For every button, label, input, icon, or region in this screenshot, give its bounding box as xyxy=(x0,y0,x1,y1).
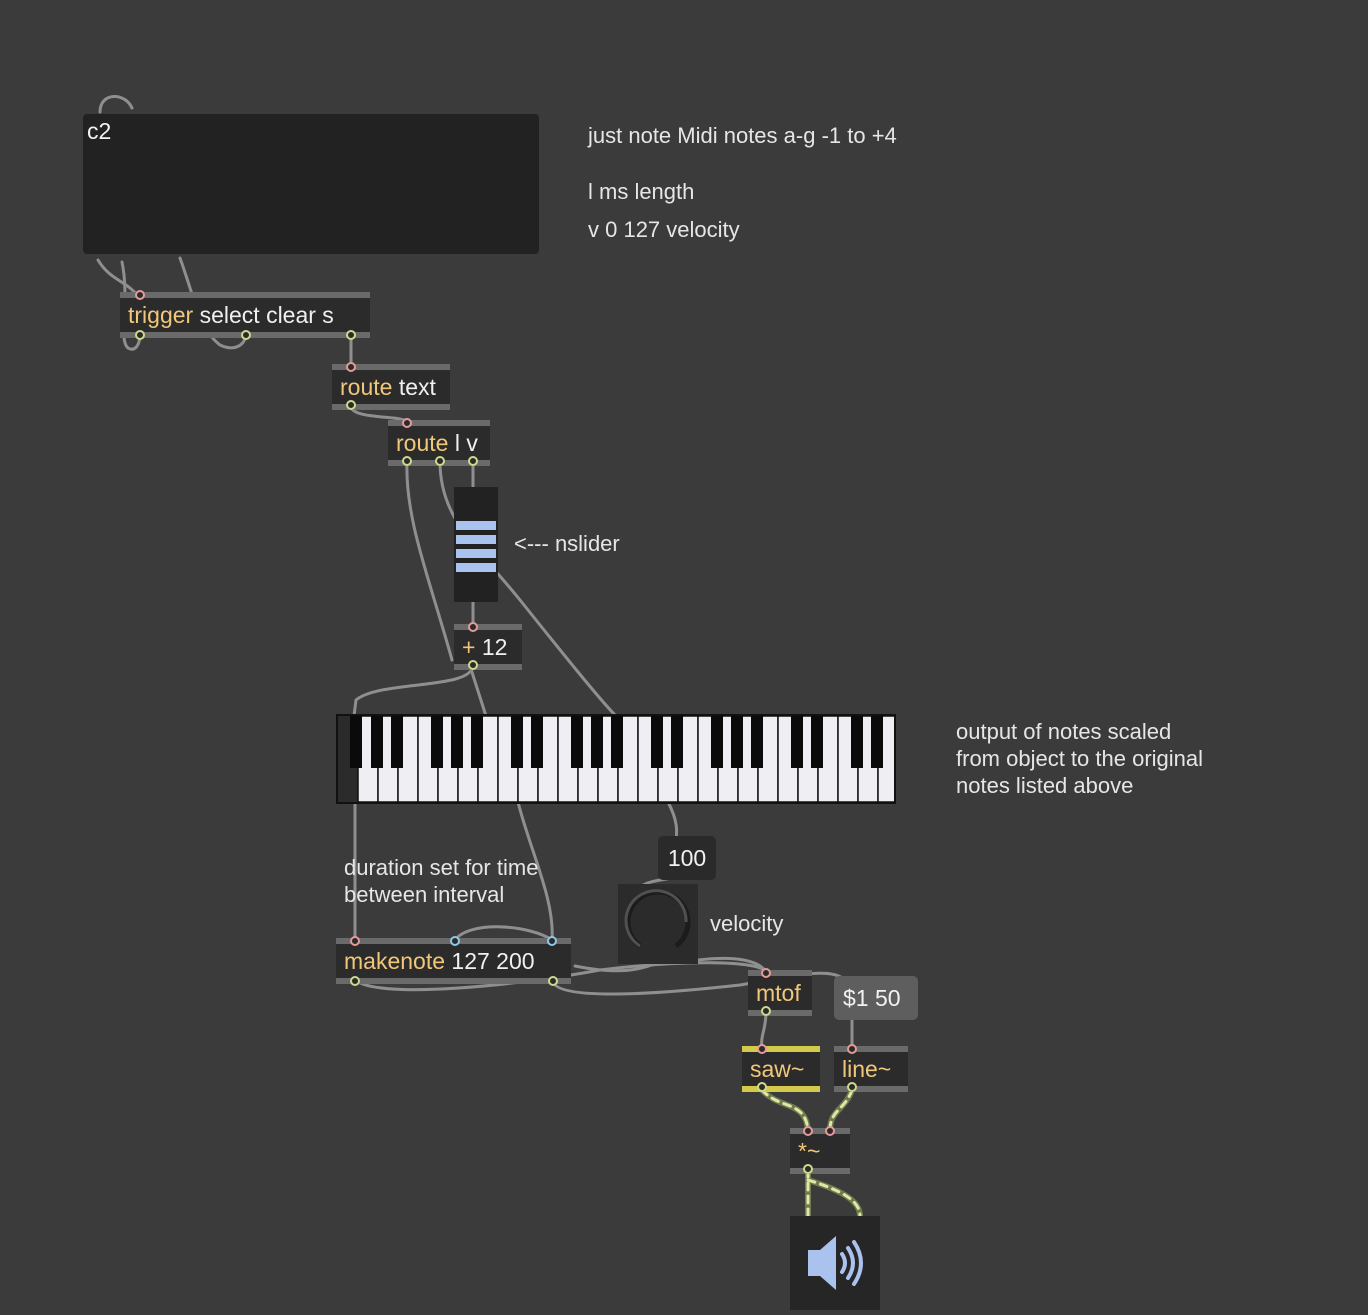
black-key xyxy=(711,716,723,768)
nslider-staff-line xyxy=(456,549,496,558)
object-args: text xyxy=(398,374,436,400)
black-key xyxy=(791,716,803,768)
black-key xyxy=(811,716,823,768)
black-key xyxy=(651,716,663,768)
comment-duration-line2: between interval xyxy=(344,882,505,907)
black-key xyxy=(611,716,623,768)
black-key xyxy=(591,716,603,768)
black-key xyxy=(671,716,683,768)
number-box-velocity[interactable]: 100 xyxy=(658,836,716,880)
black-key xyxy=(451,716,463,768)
black-key xyxy=(731,716,743,768)
nslider-staff-line xyxy=(456,521,496,530)
textedit[interactable]: c2 xyxy=(83,114,539,254)
object-class: mtof xyxy=(756,980,801,1006)
ezdac[interactable] xyxy=(790,1216,880,1310)
comment-duration-line1: duration set for time xyxy=(344,855,539,880)
comment-output-line3: notes listed above xyxy=(956,773,1134,798)
speaker-icon xyxy=(808,1236,863,1290)
object-mtof[interactable]: mtof xyxy=(748,970,812,1016)
black-key xyxy=(391,716,403,768)
nslider-staff-line xyxy=(456,535,496,544)
kslider-keyboard[interactable] xyxy=(336,714,899,804)
black-key xyxy=(871,716,883,768)
dial-knob xyxy=(624,889,691,948)
comment-nslider-label: <--- nslider xyxy=(514,531,620,556)
comment-output-line2: from object to the original xyxy=(956,746,1204,771)
black-key xyxy=(751,716,763,768)
comment-output-line1: output of notes scaled xyxy=(956,719,1172,744)
object-plus[interactable]: + 12 xyxy=(454,624,522,670)
comment-velocity-label: velocity xyxy=(710,911,784,936)
dial-velocity[interactable] xyxy=(618,884,698,964)
object-class: line~ xyxy=(842,1056,892,1082)
object-class: + xyxy=(462,634,476,660)
textedit-content: c2 xyxy=(87,118,112,144)
object-class: route xyxy=(396,430,449,456)
black-key xyxy=(350,716,362,768)
object-class: trigger xyxy=(128,302,194,328)
object-class: *~ xyxy=(798,1138,821,1164)
object-class: saw~ xyxy=(750,1056,805,1082)
black-key xyxy=(511,716,523,768)
comment-note-info: just note Midi notes a-g -1 to +4 xyxy=(588,123,897,148)
object-saw[interactable]: saw~ xyxy=(742,1046,820,1092)
comment-length-info: l ms length xyxy=(588,179,695,204)
object-args: l v xyxy=(454,430,478,456)
object-args: 12 xyxy=(481,634,508,660)
object-class: route xyxy=(340,374,393,400)
message-line[interactable]: $1 50 xyxy=(834,976,918,1020)
black-key xyxy=(531,716,543,768)
object-line[interactable]: line~ xyxy=(834,1046,908,1092)
object-times[interactable]: *~ xyxy=(790,1128,850,1174)
nslider-staff-line xyxy=(456,563,496,572)
object-route-text[interactable]: route text xyxy=(332,364,450,410)
black-key xyxy=(471,716,483,768)
black-key xyxy=(571,716,583,768)
nslider[interactable] xyxy=(454,487,498,602)
object-class: makenote xyxy=(344,948,446,974)
object-args: 127 200 xyxy=(451,948,535,974)
comment-velocity-info: v 0 127 velocity xyxy=(588,217,740,242)
black-key xyxy=(431,716,443,768)
keyboard-keys xyxy=(338,715,899,803)
black-key xyxy=(851,716,863,768)
black-key xyxy=(371,716,383,768)
object-args: select clear s xyxy=(199,302,334,328)
